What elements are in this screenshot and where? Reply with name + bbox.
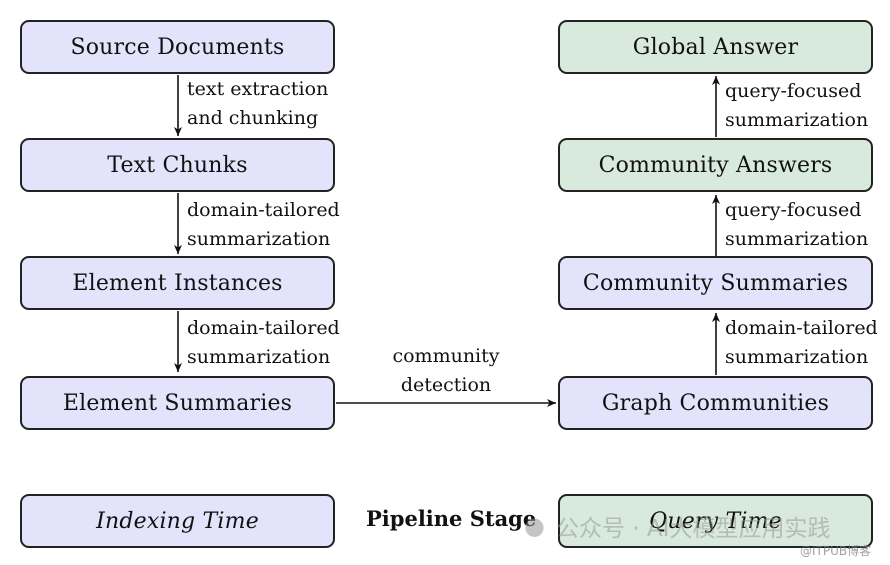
edge-label-line: domain-tailored [187, 317, 340, 339]
node-source-documents: Source Documents [20, 20, 335, 74]
edge-label-tailored-1: domain-tailored summarization [187, 196, 340, 254]
watermark-source: @ITPUB博客 [800, 544, 872, 558]
legend-indexing-time: Indexing Time [20, 494, 335, 548]
edge-label-line: query-focused [725, 199, 862, 221]
edge-label-line: query-focused [725, 80, 862, 102]
edge-label-tailored-2: domain-tailored summarization [187, 314, 340, 372]
edge-label-extraction: text extraction and chunking [187, 75, 328, 133]
edge-label-line: domain-tailored [725, 317, 878, 339]
node-text-chunks: Text Chunks [20, 138, 335, 192]
edge-label-line: domain-tailored [187, 199, 340, 221]
edge-label-line: summarization [725, 228, 869, 250]
node-element-summaries: Element Summaries [20, 376, 335, 430]
node-element-instances: Element Instances [20, 256, 335, 310]
edge-label-line: summarization [187, 346, 331, 368]
edge-label-focused-1: query-focused summarization [725, 196, 868, 254]
edge-label-focused-2: query-focused summarization [725, 77, 868, 135]
edge-label-line: detection [400, 374, 492, 396]
edge-label-line: community [392, 345, 500, 367]
node-community-answers: Community Answers [558, 138, 873, 192]
node-community-summaries: Community Summaries [558, 256, 873, 310]
legend-pipeline-stage: Pipeline Stage [366, 506, 537, 531]
node-global-answer: Global Answer [558, 20, 873, 74]
edge-label-line: summarization [187, 228, 331, 250]
edge-label-tailored-3: domain-tailored summarization [725, 314, 878, 372]
watermark-text: 公众号 · AI大模型应用实践 [556, 516, 831, 542]
node-graph-communities: Graph Communities [558, 376, 873, 430]
edge-label-line: summarization [725, 346, 869, 368]
legend-query-time: Query Time [558, 494, 873, 548]
edge-label-line: and chunking [187, 107, 319, 129]
edge-label-line: summarization [725, 109, 869, 131]
edge-label-detection: community detection [376, 342, 516, 400]
edge-label-line: text extraction [187, 78, 329, 100]
watermark-wechat-icon: ● [524, 512, 545, 540]
